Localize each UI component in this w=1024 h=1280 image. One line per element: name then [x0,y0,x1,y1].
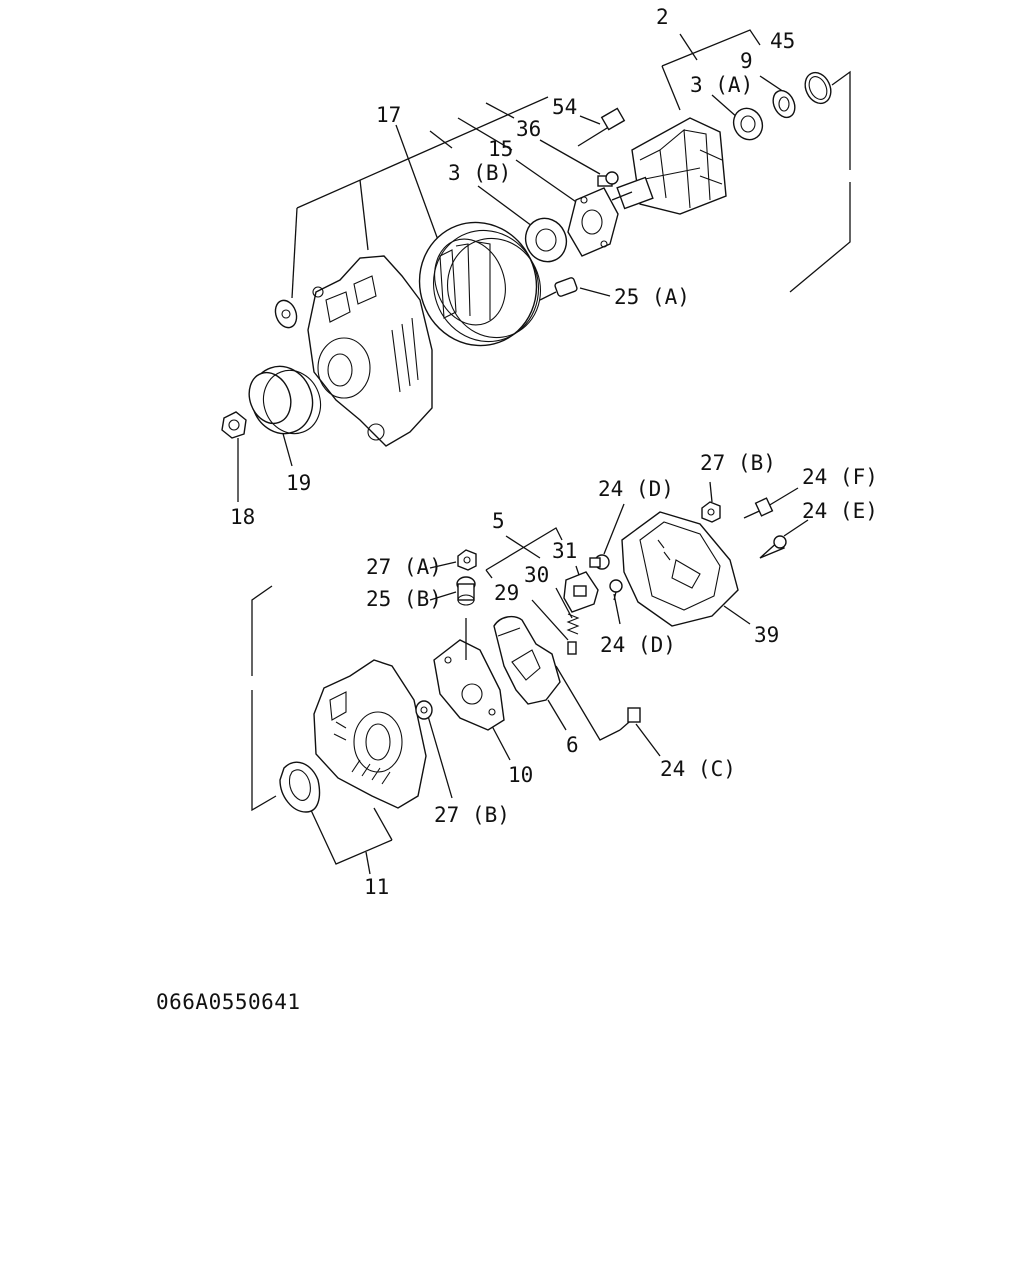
leaders-upper [237,75,791,502]
washer-front [274,299,298,329]
callout-31: 31 [552,539,577,563]
bracket-11 [309,807,393,875]
callout-27b-top: 27 (B) [700,451,776,475]
callout-24d-top: 24 (D) [598,477,674,501]
callout-24e: 24 (E) [802,499,878,523]
rear-housing [313,659,427,809]
bracket-front-group [291,96,549,299]
callout-17: 17 [376,103,401,127]
plate-15 [567,187,619,257]
callout-11: 11 [364,875,389,899]
brush-29 [567,641,577,655]
nut-27b-top [701,501,721,523]
drawing-code: 066A0550641 [156,990,301,1014]
callout-15: 15 [488,137,513,161]
rear-cover [621,511,739,627]
bracket-left-lower [251,585,277,812]
callout-25a: 25 (A) [614,285,690,309]
callout-27b-bot: 27 (B) [434,803,510,827]
screw-24e [759,535,787,559]
callout-6: 6 [566,733,579,757]
callout-2: 2 [656,5,669,29]
callout-36: 36 [516,117,541,141]
callout-54: 54 [552,95,577,119]
pulley [248,365,322,435]
callout-24c: 24 (C) [660,757,736,781]
callout-29: 29 [494,581,519,605]
callout-10: 10 [508,763,533,787]
callout-3a: 3 (A) [690,73,753,97]
pulley-nut [221,411,247,439]
stator-coil [418,221,542,347]
callout-27a: 27 (A) [366,555,442,579]
leaders-lower [427,481,809,799]
callout-19: 19 [286,471,311,495]
bolt-24f [743,497,774,519]
terminal-25a [539,277,578,301]
nut-27a [457,549,477,571]
callout-39: 39 [754,623,779,647]
rotor-assembly [611,117,727,215]
screw-36 [597,171,619,187]
bracket-right-upper [789,70,851,293]
washer-27b-lower [415,700,433,720]
callout-9: 9 [740,49,753,73]
callout-45: 45 [770,29,795,53]
callout-3b: 3 (B) [448,161,511,185]
bushing-25b [456,576,476,606]
ic-regulator [563,571,599,613]
spacer-9 [772,89,796,119]
bearing-3a [732,107,764,141]
ring-45 [804,71,832,105]
brush-holder [493,615,561,705]
gasket [279,761,321,813]
bracket-5 [485,527,563,579]
spring-30 [566,613,580,635]
callout-30: 30 [524,563,549,587]
bolt-24c [619,707,641,731]
bracket-2 [661,29,761,111]
callout-18: 18 [230,505,255,529]
screw-24d-mid [609,579,623,601]
screw-24d-top [589,554,610,570]
callout-labels: 2 45 9 3 (A) 54 17 36 15 3 (B) 25 (A) 19… [230,5,878,899]
bearing-3b [524,217,568,263]
callout-24f: 24 (F) [802,465,878,489]
bolt-54 [577,107,626,147]
callout-5: 5 [492,509,505,533]
callout-24d-mid: 24 (D) [600,633,676,657]
front-housing [307,255,433,447]
callout-25b: 25 (B) [366,587,442,611]
rectifier-holder [433,618,505,731]
